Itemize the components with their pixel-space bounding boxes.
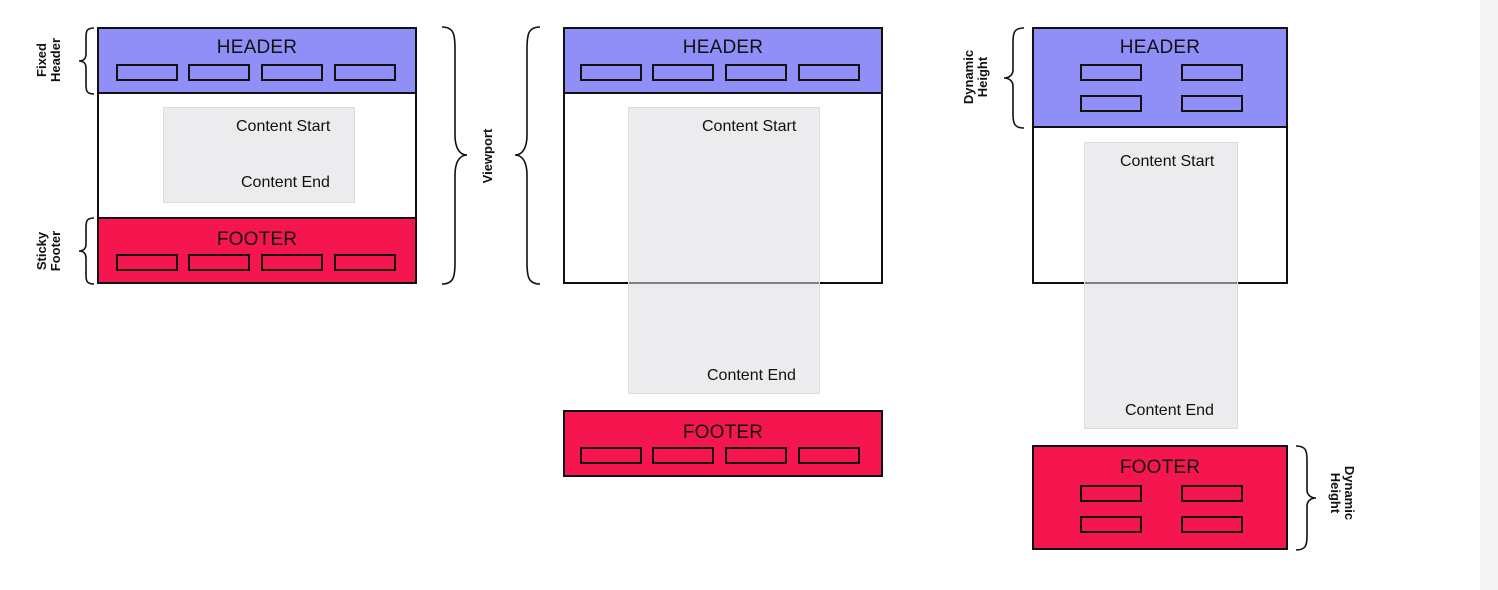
col3-content-end: Content End — [1125, 402, 1214, 419]
col3-header: HEADER — [1032, 27, 1288, 128]
col2-content-end: Content End — [707, 367, 796, 384]
col3-footer-nav-item — [1181, 485, 1243, 502]
col3-footer-brace — [1295, 445, 1317, 551]
col1-footer-nav-item — [116, 254, 178, 271]
col1-header-nav-item — [188, 64, 250, 81]
col2-header-nav-item — [652, 64, 714, 81]
col2-footer-title: FOOTER — [682, 422, 764, 443]
col3-header-title: HEADER — [1119, 37, 1201, 58]
col3-footer: FOOTER — [1032, 445, 1288, 550]
col1-header: HEADER — [97, 27, 417, 94]
col3-dynamic-footer-label: Dynamic Height — [1328, 465, 1357, 521]
col1-fixed-header-label: Fixed Header — [34, 37, 63, 83]
col1-content-end: Content End — [241, 174, 330, 191]
col1-header-nav-item — [261, 64, 323, 81]
col1-footer: FOOTER — [97, 217, 417, 284]
col1-header-title: HEADER — [216, 37, 298, 58]
col1-header-nav-item — [334, 64, 396, 81]
viewport-brace-left — [514, 26, 541, 285]
col2-header-nav-item — [725, 64, 787, 81]
col1-footer-title: FOOTER — [216, 229, 298, 250]
right-edge-strip — [1480, 0, 1498, 590]
col3-footer-title: FOOTER — [1119, 457, 1201, 478]
col1-content-block: Content Start Content End — [163, 107, 355, 203]
col2-header-nav-item — [580, 64, 642, 81]
col1-content-start: Content Start — [236, 118, 331, 135]
col1-footer-nav-item — [261, 254, 323, 271]
col3-content-block: Content Start Content End — [1084, 142, 1238, 429]
col3-dynamic-header-label: Dynamic Height — [961, 49, 990, 105]
viewport-brace-right — [441, 26, 468, 285]
col2-header-nav-item — [798, 64, 860, 81]
col3-header-nav-item — [1181, 95, 1243, 112]
col1-footer-nav-item — [188, 254, 250, 271]
col1-header-nav-item — [116, 64, 178, 81]
col3-footer-nav-item — [1080, 485, 1142, 502]
col3-header-nav-item — [1181, 64, 1243, 81]
col2-content-block: Content Start Content End — [628, 107, 820, 394]
col2-footer: FOOTER — [563, 410, 883, 477]
col2-footer-nav-item — [580, 447, 642, 464]
col2-content-start: Content Start — [702, 118, 797, 135]
col3-header-nav-item — [1080, 64, 1142, 81]
col1-header-brace — [78, 27, 95, 95]
col1-footer-brace — [78, 217, 95, 285]
viewport-label: Viewport — [480, 128, 495, 184]
col3-footer-nav-item — [1181, 516, 1243, 533]
col3-header-brace — [1003, 27, 1025, 129]
col2-header-title: HEADER — [682, 37, 764, 58]
col1-footer-nav-item — [334, 254, 396, 271]
col2-footer-nav-item — [725, 447, 787, 464]
col1-sticky-footer-label: Sticky Footer — [34, 230, 63, 272]
col2-footer-nav-item — [798, 447, 860, 464]
col2-header: HEADER — [563, 27, 883, 94]
col3-footer-nav-item — [1080, 516, 1142, 533]
col3-header-nav-item — [1080, 95, 1142, 112]
col2-footer-nav-item — [652, 447, 714, 464]
col3-content-start: Content Start — [1120, 153, 1215, 170]
